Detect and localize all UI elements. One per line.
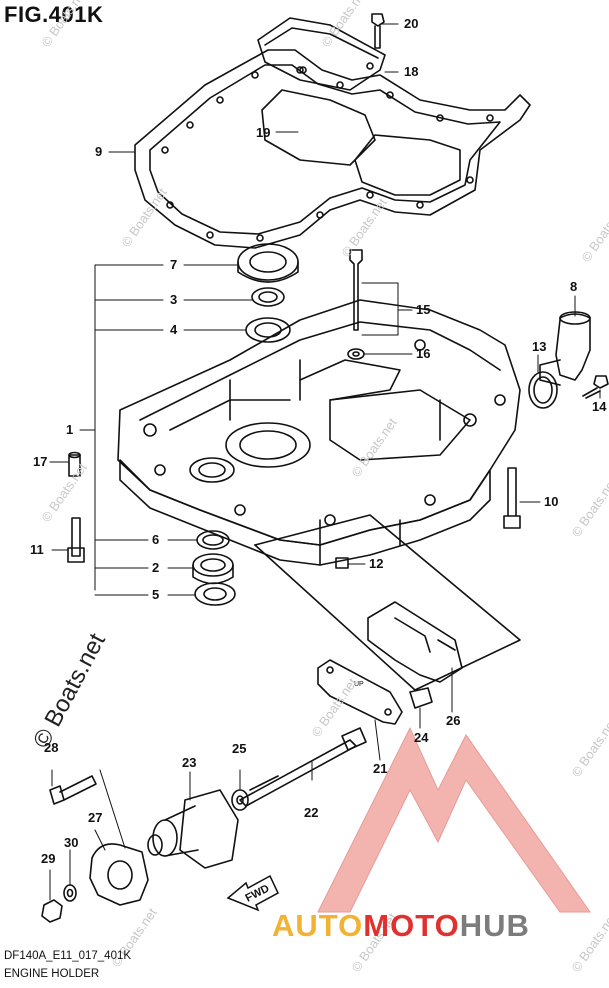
gasket-up-mark: UP	[354, 681, 364, 688]
callout-29[interactable]: 29	[41, 851, 56, 866]
seal-5	[194, 582, 236, 606]
callout-8[interactable]: 8	[570, 279, 578, 294]
callout-4[interactable]: 4	[170, 322, 178, 337]
callout-18[interactable]: 18	[404, 64, 419, 79]
callout-10[interactable]: 10	[544, 494, 559, 509]
automotohub-logo-icon	[317, 726, 591, 913]
callout-13[interactable]: 13	[532, 339, 547, 354]
bolt-28	[49, 775, 97, 805]
callout-28[interactable]: 28	[44, 740, 59, 755]
gasket-inner-outline	[149, 64, 501, 235]
bolt-14	[582, 375, 609, 399]
bearing-2	[192, 553, 234, 577]
callout-7[interactable]: 7	[170, 257, 178, 272]
callout-1[interactable]: 1	[66, 422, 74, 437]
seal-3	[251, 287, 285, 307]
brand-part-moto: MOTO	[363, 908, 460, 943]
o-ring-13	[528, 371, 558, 409]
bore-large	[225, 422, 311, 468]
callout-9[interactable]: 9	[95, 144, 103, 159]
bolt-20	[371, 13, 385, 49]
callout-25[interactable]: 25	[232, 741, 247, 756]
sleeve-24	[409, 687, 433, 709]
forward-arrow-icon: FWD	[226, 874, 279, 912]
callout-17[interactable]: 17	[33, 454, 48, 469]
callout-14[interactable]: 14	[592, 399, 607, 414]
callout-16[interactable]: 16	[416, 346, 431, 361]
figure-code: DF140A_E11_017_401K	[4, 950, 132, 962]
callout-27[interactable]: 27	[88, 810, 103, 825]
callout-12[interactable]: 12	[369, 556, 384, 571]
callout-24[interactable]: 24	[414, 730, 429, 745]
bolt-10	[503, 467, 521, 529]
callout-21[interactable]: 21	[373, 761, 388, 776]
gasket-bolt-holes	[161, 66, 494, 242]
figure-name: ENGINE HOLDER	[4, 968, 100, 980]
callout-20[interactable]: 20	[404, 16, 419, 31]
dowel-12	[335, 557, 349, 569]
nut-29	[41, 899, 63, 923]
oil-seal-7	[237, 243, 299, 281]
callout-5[interactable]: 5	[152, 587, 160, 602]
callout-6[interactable]: 6	[152, 532, 160, 547]
callout-19[interactable]: 19	[256, 125, 271, 140]
washer-16	[347, 348, 365, 360]
callout-23[interactable]: 23	[182, 755, 197, 770]
callout-22[interactable]: 22	[304, 805, 319, 820]
bore-small	[189, 457, 235, 483]
holder-bolt-bosses	[143, 339, 506, 526]
automotohub-wordmark[interactable]: AUTOMOTOHUB	[272, 908, 530, 944]
bracket-26	[367, 601, 463, 683]
callout-30[interactable]: 30	[64, 835, 79, 850]
callout-2[interactable]: 2	[152, 560, 160, 575]
callout-3[interactable]: 3	[170, 292, 178, 307]
gasket-plate-21	[317, 659, 403, 725]
gasket-outline	[134, 49, 531, 249]
mount-23	[179, 789, 239, 869]
explode-frame	[254, 514, 521, 691]
washer-30	[63, 884, 77, 902]
callout-15[interactable]: 15	[416, 302, 431, 317]
engine-holder-body	[117, 299, 521, 546]
gasket-port-right	[354, 134, 461, 196]
dowel-17	[68, 454, 81, 477]
fitting-8	[555, 313, 591, 381]
stud-15	[349, 249, 363, 331]
callout-26[interactable]: 26	[446, 713, 461, 728]
bolt-11	[67, 517, 85, 563]
cover-plate	[257, 17, 386, 91]
brand-part-auto: AUTO	[272, 908, 364, 943]
gasket-port-left	[261, 89, 376, 166]
brand-part-hub: HUB	[459, 908, 530, 943]
figure-title: FIG.401K	[4, 2, 104, 27]
through-bolt-22	[239, 739, 357, 807]
bracket-27	[89, 843, 149, 906]
callout-11[interactable]: 11	[30, 542, 44, 557]
